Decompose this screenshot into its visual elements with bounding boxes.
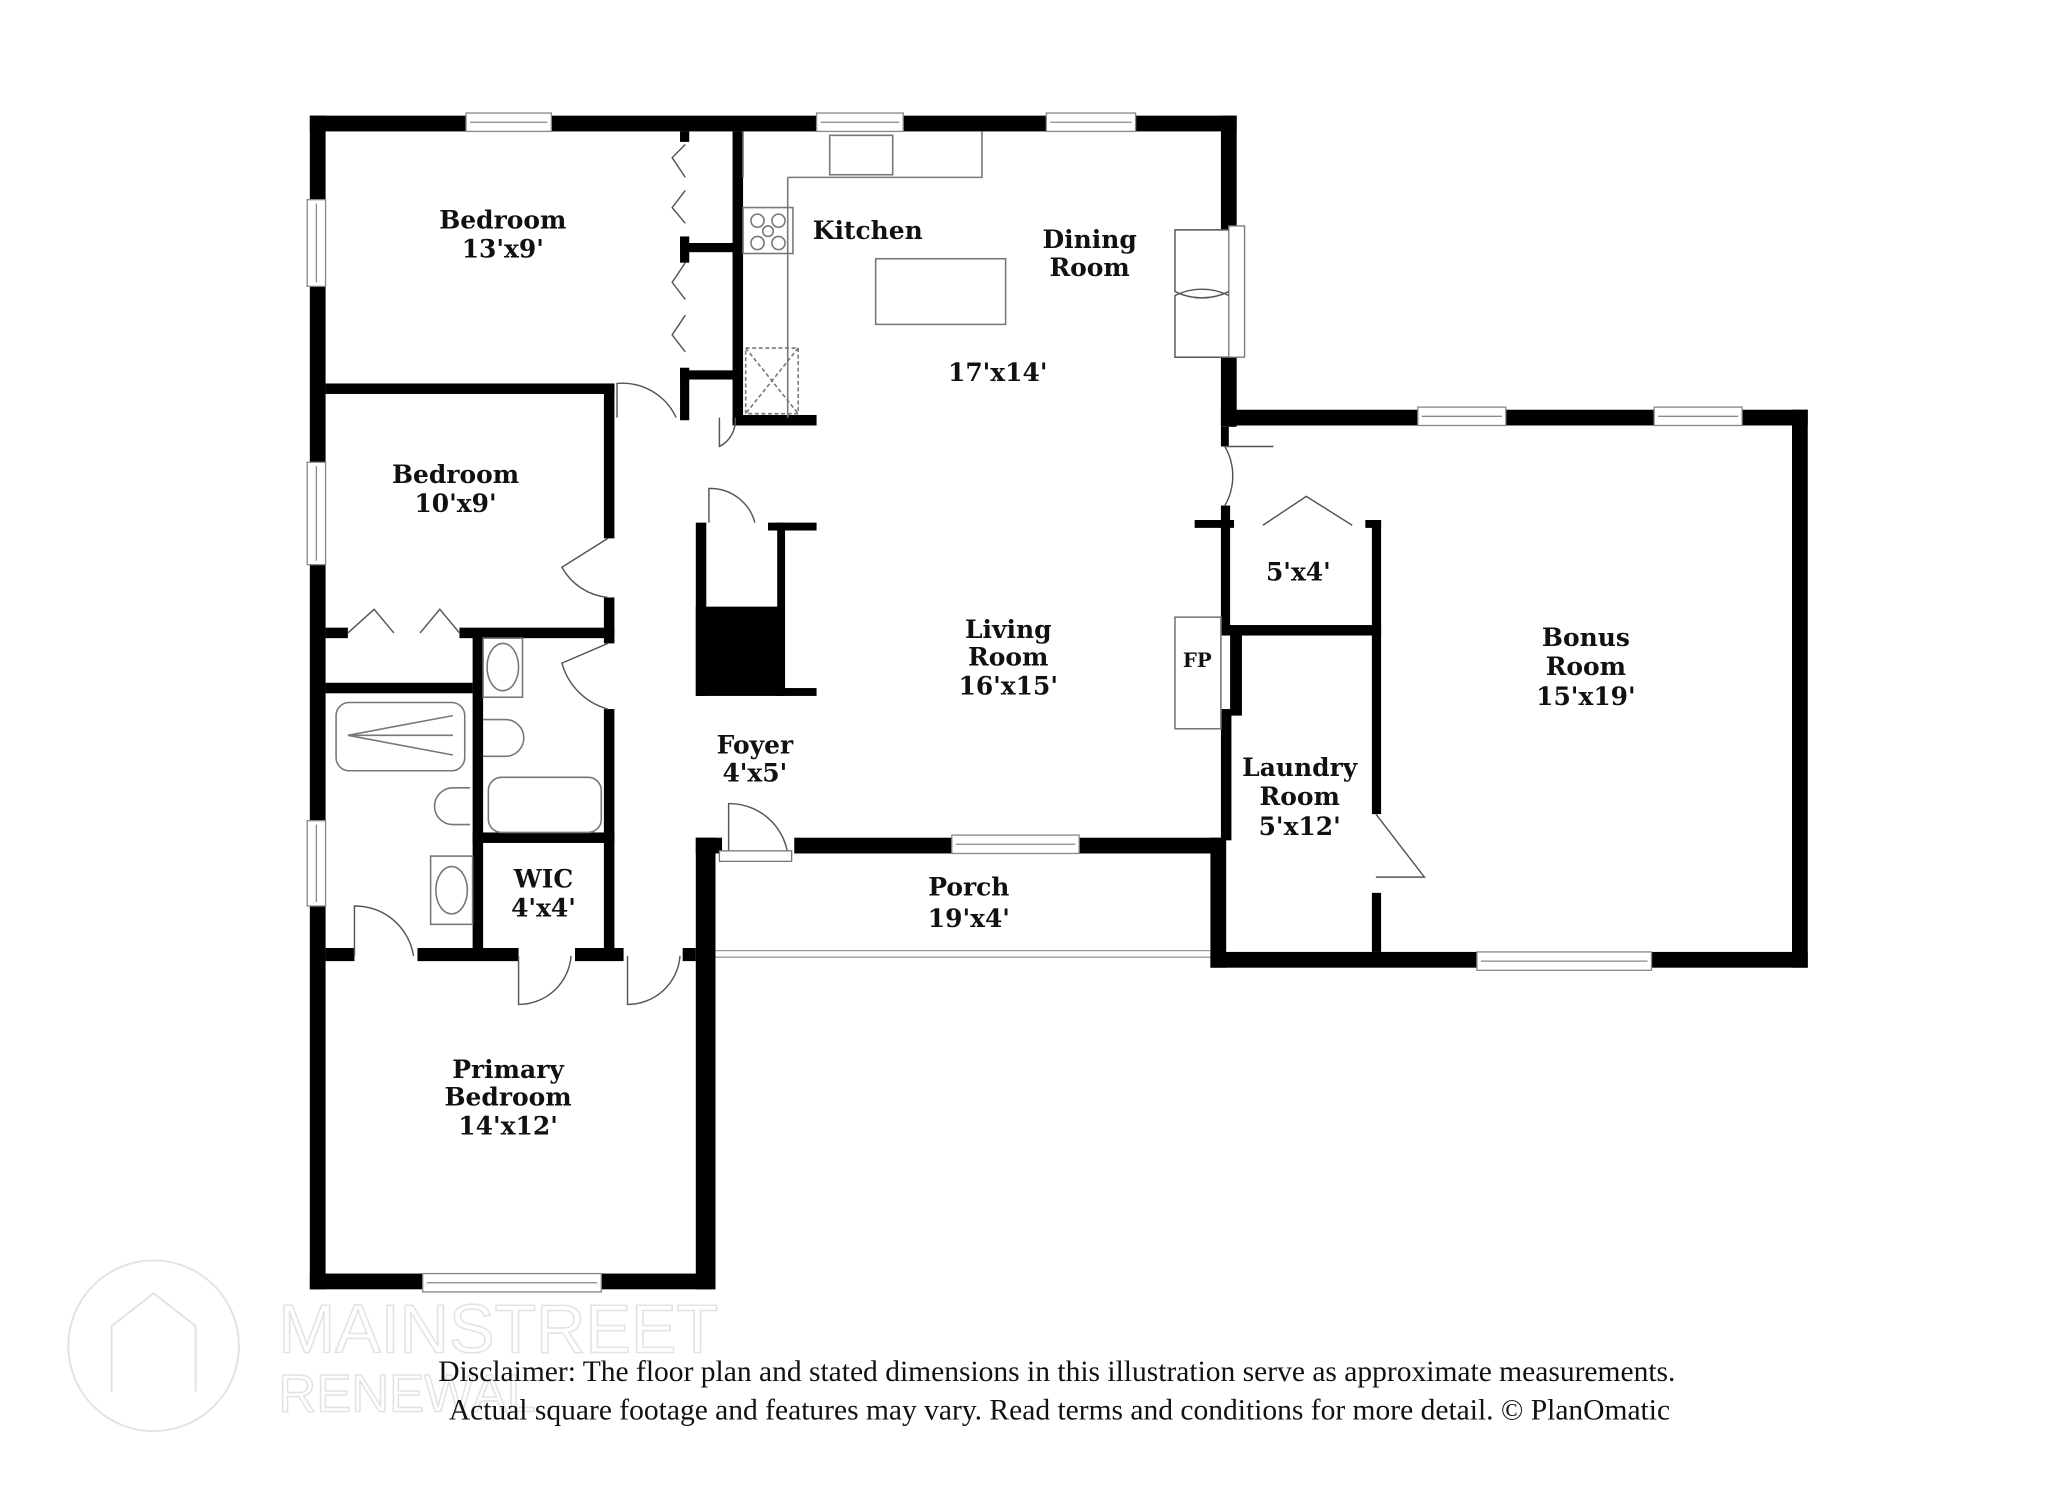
living-name-1: Living — [965, 615, 1052, 644]
dining-name-2: Room — [1049, 253, 1129, 282]
watermark-logo: MAINSTREET RENEWAL — [67, 1259, 719, 1433]
windows — [306, 112, 1743, 1293]
laundry-name-1: Laundry — [1242, 753, 1359, 782]
wic-size: 4'x4' — [511, 893, 576, 922]
fireplace-label: FP — [1183, 649, 1212, 672]
bedroom-1-name: Bedroom — [439, 206, 566, 235]
walls — [309, 115, 1808, 1290]
fixtures — [335, 131, 1222, 926]
porch-size: 19'x4' — [928, 904, 1010, 933]
foyer-size: 4'x5' — [722, 758, 787, 787]
porch-name: Porch — [928, 872, 1009, 901]
watermark-text-2: RENEWAL — [278, 1364, 536, 1423]
bonus-name-1: Bonus — [1542, 623, 1630, 652]
dining-name-1: Dining — [1043, 225, 1137, 254]
primary-name-2: Bedroom — [444, 1083, 571, 1112]
living-name-2: Room — [968, 643, 1048, 672]
bedroom-2-name: Bedroom — [392, 460, 519, 489]
disclaimer-line-2: Actual square footage and features may v… — [449, 1394, 1670, 1426]
primary-name-1: Primary — [452, 1055, 565, 1084]
doors — [347, 144, 1426, 1006]
bedroom-2-size: 10'x9' — [414, 489, 496, 518]
disclaimer-line-1: Disclaimer: The floor plan and stated di… — [438, 1356, 1675, 1388]
laundry-size: 5'x12' — [1259, 812, 1341, 841]
wic-name: WIC — [513, 865, 574, 894]
room-labels: Bedroom 13'x9' Kitchen Dining Room 17'x1… — [392, 206, 1636, 1141]
bonus-name-2: Room — [1546, 652, 1626, 681]
watermark-text-1: MAINSTREET — [278, 1291, 718, 1367]
foyer-name: Foyer — [717, 731, 794, 760]
laundry-name-2: Room — [1259, 782, 1339, 811]
kitchen-name: Kitchen — [813, 216, 923, 245]
closet-size: 5'x4' — [1266, 557, 1331, 586]
living-size: 16'x15' — [958, 672, 1058, 701]
bonus-size: 15'x19' — [1536, 682, 1636, 711]
bedroom-1-size: 13'x9' — [462, 234, 544, 263]
kitchen-dining-size: 17'x14' — [948, 358, 1048, 387]
primary-size: 14'x12' — [458, 1111, 558, 1140]
